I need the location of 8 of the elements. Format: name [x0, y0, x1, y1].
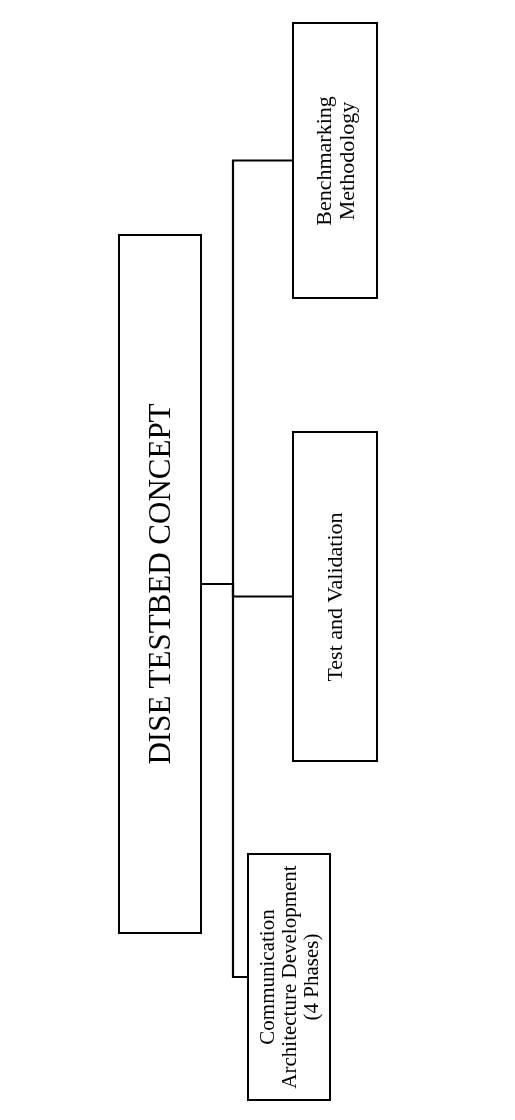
process-box	[292, 22, 378, 299]
box-label: Communication Architecture Development (4 Phases)	[255, 864, 323, 1091]
process-box	[292, 431, 378, 762]
box-label: Benchmarking Methodology	[311, 94, 359, 228]
process-box	[247, 853, 331, 1101]
box-label: Test and Validation	[323, 510, 347, 684]
title-box	[118, 234, 202, 934]
box-label: DISE TESTBED CONCEPT	[143, 402, 177, 767]
